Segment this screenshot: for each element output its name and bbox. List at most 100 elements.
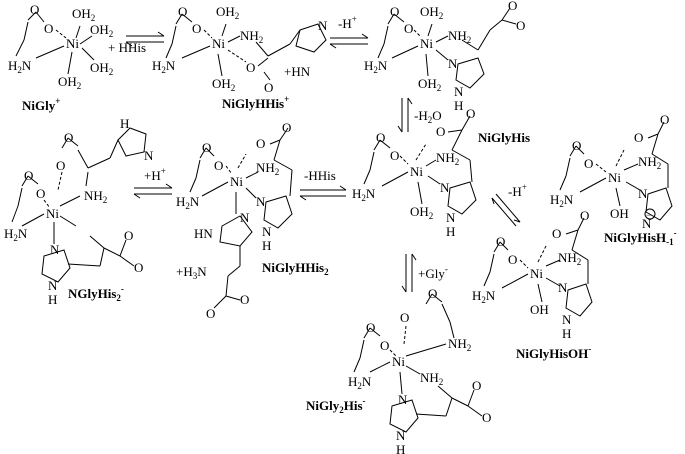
svg-text:N: N [638, 186, 648, 201]
svg-text:O: O [376, 130, 385, 145]
svg-text:O: O [206, 306, 215, 321]
label-nigly2his: NiGly2His- [306, 396, 366, 415]
svg-text:H2N: H2N [152, 58, 176, 75]
complex-niglyhhis2: O O Ni NH2 H2N N N H O O N HN +H3N O O N [176, 120, 329, 321]
label-nigly: NiGly+ [22, 96, 60, 113]
svg-text:Ni: Ni [530, 266, 543, 281]
svg-text:NH2: NH2 [558, 250, 581, 267]
svg-text:NH2: NH2 [448, 336, 471, 353]
equilibrium-arrow-7 [401, 253, 417, 293]
equilibrium-arrow-1 [125, 31, 165, 47]
svg-text:O: O [178, 4, 187, 19]
svg-text:NH2: NH2 [240, 28, 263, 45]
svg-text:+HN: +HN [284, 64, 311, 79]
svg-text:O: O [572, 138, 581, 153]
svg-text:O: O [380, 338, 389, 353]
svg-text:O: O [64, 130, 73, 145]
svg-text:N: N [396, 428, 406, 443]
svg-text:Ni: Ni [46, 206, 59, 221]
svg-text:N: N [558, 280, 568, 295]
svg-text:OH2: OH2 [410, 204, 433, 221]
svg-text:O: O [660, 112, 669, 127]
svg-text:O: O [134, 260, 143, 275]
svg-text:O: O [256, 136, 265, 151]
svg-text:O: O [552, 226, 561, 241]
svg-text:NH2: NH2 [420, 370, 443, 387]
svg-text:O: O [390, 4, 399, 19]
svg-text:OH2: OH2 [72, 6, 95, 23]
svg-text:H2N: H2N [550, 192, 574, 209]
svg-text:H2N: H2N [4, 226, 28, 243]
atom-o: O [30, 2, 39, 17]
svg-text:N: N [446, 210, 456, 225]
svg-text:N: N [48, 278, 58, 293]
equilibrium-arrow-5 [133, 183, 173, 199]
svg-text:H2N: H2N [472, 288, 496, 305]
svg-text:N: N [144, 148, 154, 163]
svg-text:O: O [282, 120, 291, 135]
svg-text:H: H [562, 326, 571, 341]
svg-text:H: H [120, 116, 129, 131]
svg-text:N: N [240, 210, 250, 225]
svg-text:H: H [262, 238, 271, 253]
svg-text:OH2: OH2 [216, 4, 239, 21]
equilibrium-arrow-4 [299, 185, 347, 201]
svg-text:O: O [24, 168, 33, 183]
complex-nigly: O O Ni OH2 OH2 OH2 OH2 H2N NiGly+ [8, 2, 113, 113]
svg-text:OH2: OH2 [420, 4, 443, 21]
svg-text:Ni: Ni [212, 36, 225, 51]
svg-text:O: O [264, 80, 273, 95]
condition-plus-gly: +Gly- [418, 264, 448, 281]
svg-text:H: H [48, 292, 57, 307]
svg-text:Ni: Ni [230, 174, 243, 189]
svg-text:O: O [466, 106, 475, 121]
label-nglyhis2: NGlyHis2- [68, 284, 124, 303]
svg-text:O: O [400, 310, 409, 325]
label-niglyhhis2: NiGlyHHis2 [262, 260, 329, 277]
svg-text:N: N [454, 84, 464, 99]
label-niglyhhis: NiGlyHHis+ [222, 94, 289, 111]
svg-text:O: O [124, 228, 133, 243]
svg-text:O: O [580, 208, 589, 223]
equilibrium-arrow-6 [491, 193, 521, 227]
svg-text:H2N: H2N [348, 374, 372, 391]
svg-text:O: O [202, 140, 211, 155]
complex-nglyhis2: O O H N NH2 O O Ni H2N N N H O O [4, 116, 154, 307]
condition-minus-h: -H+ [338, 14, 357, 31]
svg-text:Ni: Ni [420, 36, 433, 51]
complex-niglyhis: O O Ni NH2 OH2 H2N N N H O O NiGlyHis [352, 106, 530, 239]
equilibrium-arrow-3 [397, 97, 413, 133]
svg-text:NH2: NH2 [84, 188, 107, 205]
svg-text:O: O [428, 286, 437, 301]
svg-text:H2N: H2N [176, 194, 200, 211]
svg-text:O: O [390, 148, 399, 163]
svg-text:O: O [436, 124, 445, 139]
minus-charge: − [646, 210, 651, 220]
complex-niglyhisoh: O O Ni NH2 OH H2N N N H O O NiGlyHisOH- [472, 208, 593, 361]
svg-text:NH2: NH2 [448, 28, 471, 45]
svg-text:OH2: OH2 [418, 76, 441, 93]
svg-text:H: H [454, 98, 463, 113]
svg-text:N: N [440, 180, 450, 195]
svg-text:N: N [448, 56, 458, 71]
svg-text:OH2: OH2 [212, 76, 235, 93]
svg-text:OH2: OH2 [58, 74, 81, 91]
svg-text:H: H [396, 442, 405, 454]
svg-text:O: O [482, 410, 491, 425]
svg-text:O: O [366, 320, 375, 335]
svg-text:N: N [398, 392, 408, 407]
svg-text:+H3N: +H3N [176, 264, 207, 281]
svg-text:HN: HN [194, 226, 213, 241]
svg-text:O: O [584, 156, 593, 171]
svg-text:O: O [192, 21, 201, 36]
svg-text:H2N: H2N [364, 58, 388, 75]
condition-minus-h2o: -H2O [414, 108, 442, 125]
svg-text:OH2: OH2 [90, 60, 113, 77]
svg-text:N: N [256, 194, 266, 209]
svg-text:N: N [318, 18, 328, 33]
svg-text:NH2: NH2 [436, 150, 459, 167]
svg-text:O: O [508, 252, 517, 267]
svg-text:OH: OH [610, 206, 629, 221]
svg-text:O: O [472, 378, 481, 393]
